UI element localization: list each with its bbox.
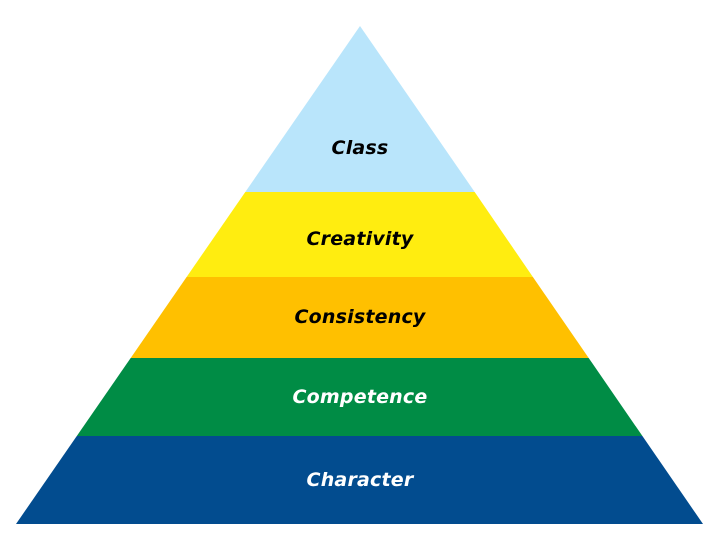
level-competence-label: Competence <box>292 386 428 408</box>
level-character-shape <box>16 436 703 524</box>
level-consistency-shape <box>130 277 589 358</box>
level-class-label: Class <box>331 137 389 159</box>
level-creativity-label: Creativity <box>306 228 414 250</box>
level-consistency-label: Consistency <box>294 306 426 328</box>
level-competence-shape <box>76 358 643 436</box>
level-character-label: Character <box>306 469 414 491</box>
level-creativity-shape <box>186 192 533 277</box>
level-class-shape <box>245 26 475 192</box>
